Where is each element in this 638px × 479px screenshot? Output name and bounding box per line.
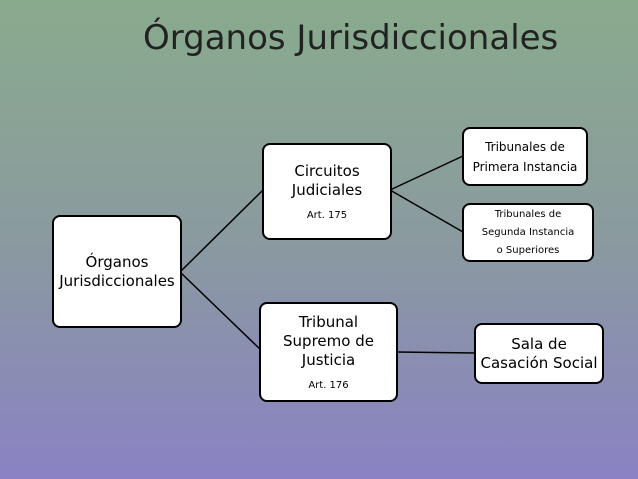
node-tribunales-segunda-instancia: Tribunales de Segunda Instancia o Superi… [462,203,594,262]
node-label-line: Segunda Instancia [481,226,575,238]
article-reference: Art. 176 [308,380,349,391]
article-reference: Art. 175 [306,210,348,221]
node-organos-jurisdiccionales: Órganos Jurisdiccionales [52,215,182,328]
node-label-line: Órganos [85,252,149,271]
connector-circuitos-segunda [389,189,464,233]
node-label-line: Tribunales de [494,208,562,220]
node-tribunales-primera-instancia: Tribunales de Primera Instancia [462,127,588,186]
node-tribunal-supremo-justicia: Tribunal Supremo de Justicia Art. 176 [259,302,398,402]
node-label-line: Tribunal [298,313,359,331]
connector-tsj-sala [396,351,476,354]
node-circuitos-judiciales: Circuitos Judiciales Art. 175 [262,143,392,240]
connector-root-tsj [179,271,264,353]
node-label-line: Supremo de [283,332,374,350]
connector-circuitos-primera [389,155,464,191]
node-label-line: o Superiores [496,244,560,256]
node-label-line: Justicia [301,351,356,369]
node-label-line: Primera Instancia [472,159,578,174]
node-label-line: Tribunales de [485,139,565,154]
node-sala-casacion-social: Sala de Casación Social [474,323,604,384]
node-label-line: Circuitos [294,162,360,180]
node-label-line: Judiciales [291,181,363,199]
node-label-line: Jurisdiccionales [59,271,175,290]
node-label-line: Sala de [511,334,567,353]
slide-title: Órganos Jurisdiccionales [143,18,559,58]
connector-root-circuitos [179,189,264,273]
node-label-line: Casación Social [480,353,598,372]
